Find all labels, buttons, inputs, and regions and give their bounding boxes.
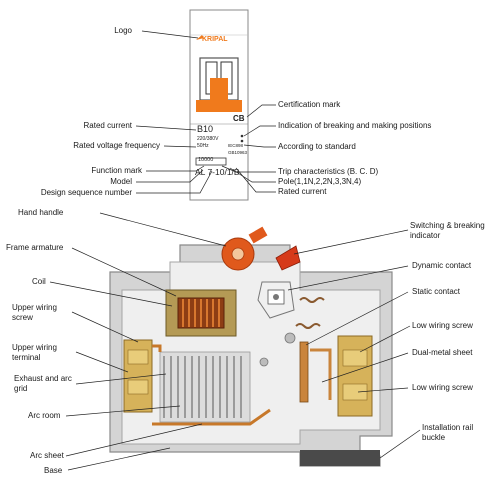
label-exhaust-arc-grid: Exhaust and arc grid [14,374,72,393]
label-low-wiring-screw-2: Low wiring screw [412,383,473,392]
model-code: AL 7-10/1/B [195,167,240,177]
bottom-leaders-left [49,212,227,471]
label-function-mark: Function mark [91,166,142,175]
rating-value: B10 [197,124,214,134]
label-low-wiring-screw-1: Low wiring screw [412,321,473,330]
label-dual-metal-sheet: Dual-metal sheet [412,348,473,357]
top-leaders-left [135,30,213,194]
label-hand-handle: Hand handle [18,208,64,217]
voltage-value: 220/380V [197,136,219,142]
label-rated-voltage-frequency: Rated voltage frequency [73,141,160,150]
label-static-contact: Static contact [412,287,461,296]
label-upper-wiring-screw: Upper wiring screw [12,303,57,322]
label-upper-wiring-terminal: Upper wiring terminal [12,343,57,362]
label-frame-armature: Frame armature [6,243,64,252]
label-switching-indicator: Switching & breaking indicator [410,221,485,240]
label-rated-current-left: Rated current [83,121,132,130]
frequency-value: 50Hz [197,143,209,149]
label-trip-characteristics: Trip characteristics (B. C. D) [278,167,379,176]
handle-orange [196,100,242,112]
label-design-sequence: Design sequence number [40,188,132,197]
label-arc-room: Arc room [28,411,61,420]
label-indication: Indication of breaking and making positi… [278,121,432,130]
label-base: Base [44,466,63,475]
breaker-cutaway [109,226,393,467]
arc-grid [159,351,251,423]
cert-mark: CB [233,114,245,123]
label-pole: Pole(1,1N,2,2N,3,3N,4) [278,177,362,186]
top-leaders-right [221,104,276,193]
label-logo: Logo [114,26,132,35]
label-model: Model [110,177,132,186]
indicator [275,245,301,271]
lower-terminal [337,335,373,417]
label-coil: Coil [32,277,46,286]
standards-value: IEC898 GB10963 [228,143,248,155]
label-rated-current-right: Rated current [278,187,327,196]
bottom-leaders-right [287,229,421,459]
brand-logo-text: KRIPAL [202,36,228,43]
label-dynamic-contact: Dynamic contact [412,261,472,270]
rail-buckle [300,450,380,466]
capacity-value: 10000 [198,157,214,163]
label-installation-buckle: Installation rail buckle [422,423,474,442]
label-according-standard: According to standard [278,142,356,151]
label-certification-mark: Certification mark [278,100,341,109]
label-arc-sheet: Arc sheet [30,451,64,460]
logo-swoosh-icon [196,35,204,40]
